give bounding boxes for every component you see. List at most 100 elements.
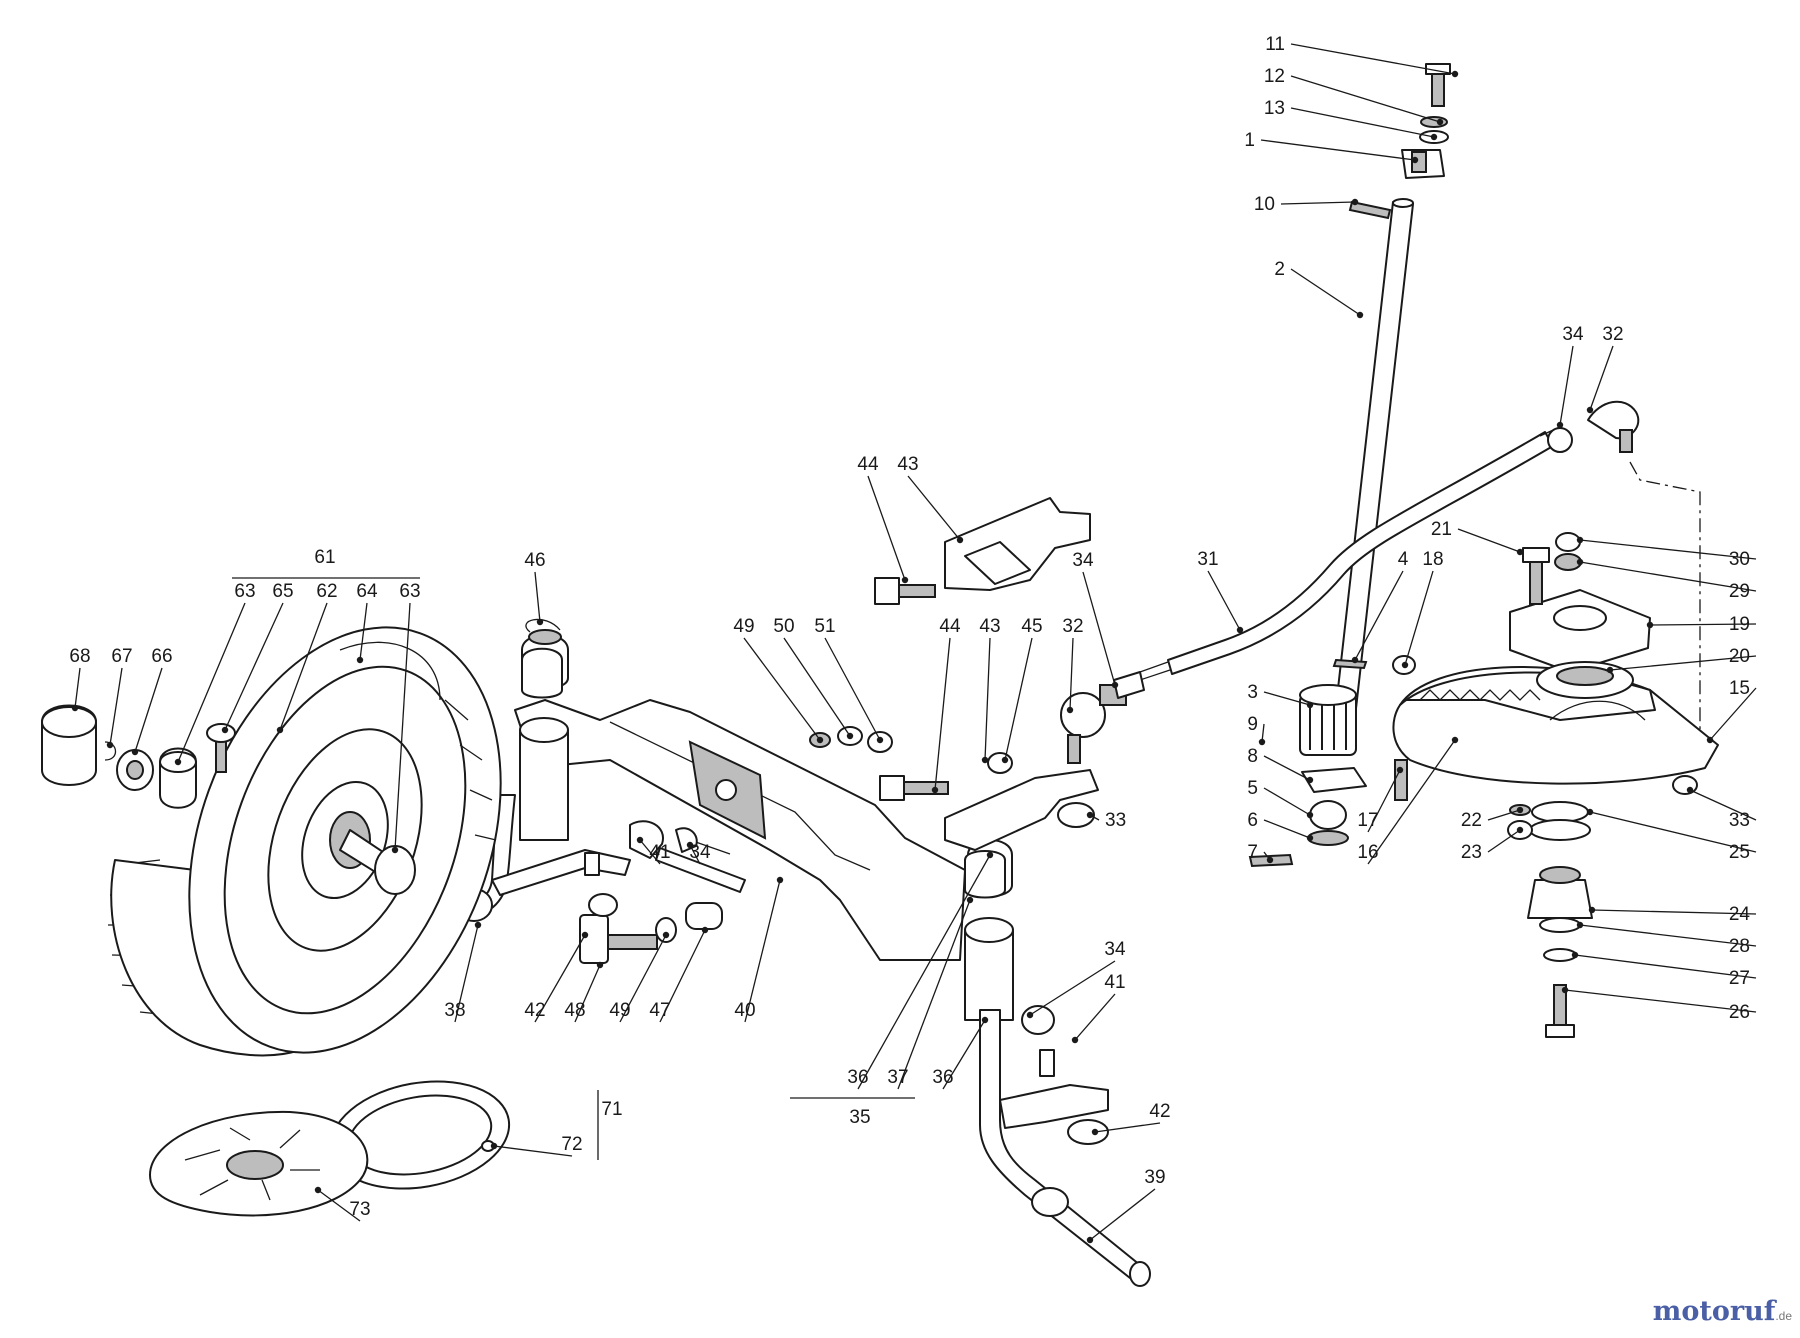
callout-label: 8: [1247, 746, 1258, 767]
callout-label: 63: [399, 581, 420, 602]
callout-label: 11: [1265, 34, 1285, 55]
callout-label: 51: [814, 616, 835, 637]
leader-dot-c41b: [1071, 1036, 1079, 1044]
leader-dot-c43a: [956, 536, 964, 544]
leader-dot-c32b: [1066, 706, 1074, 714]
leader-line-c22: [1487, 809, 1521, 821]
leader-dot-c44a: [901, 576, 909, 584]
leader-line-c44b: [934, 637, 951, 791]
leader-dot-c45: [1001, 756, 1009, 764]
leader-dot-c34a: [1556, 421, 1564, 429]
callout-label: 35: [849, 1107, 870, 1128]
callout-label: 24: [1729, 904, 1751, 925]
leader-dot-c50: [846, 732, 854, 740]
leader-dot-c22: [1516, 806, 1524, 814]
leader-line-c19: [1649, 623, 1757, 626]
leader-dot-c41a: [636, 836, 644, 844]
callout-label: 30: [1729, 549, 1750, 570]
leader-line-c33b: [1689, 789, 1757, 821]
leader-dot-c2: [1356, 311, 1364, 319]
leader-line-c5: [1263, 787, 1311, 816]
leader-dot-c20: [1606, 666, 1614, 674]
leader-line-c64: [359, 602, 368, 661]
bushings: [521, 618, 1006, 899]
callout-label: 17: [1357, 810, 1378, 831]
leader-line-c36a: [857, 854, 991, 1090]
leader-line-c63b: [394, 602, 411, 851]
leader-dot-c10: [1351, 198, 1359, 206]
callout-label: 42: [524, 1000, 545, 1021]
leader-dot-c27: [1571, 951, 1579, 959]
leader-line-c47: [659, 929, 706, 1023]
callout-label: 44: [939, 616, 961, 637]
leader-line-c50: [783, 637, 851, 737]
leader-line-c6: [1263, 819, 1311, 839]
leader-line-c38: [454, 924, 479, 1023]
callout-label: 31: [1197, 549, 1218, 570]
callout-label: 3: [1247, 682, 1258, 703]
callout-label: 10: [1254, 194, 1275, 215]
callout-label: 29: [1729, 581, 1750, 602]
leader-line-c2: [1290, 268, 1361, 316]
leader-dot-c33b: [1686, 786, 1694, 794]
leader-dot-c68: [71, 704, 79, 712]
leader-dot-c72: [490, 1142, 498, 1150]
leader-dot-c34d: [1026, 1011, 1034, 1019]
leader-dot-c5: [1306, 811, 1314, 819]
leader-dot-c37: [966, 896, 974, 904]
callout-label: 33: [1729, 810, 1750, 831]
leader-line-c32b: [1069, 637, 1074, 711]
leader-dot-c24: [1588, 906, 1596, 914]
leader-dot-c21: [1516, 548, 1524, 556]
leader-dot-c63b: [391, 846, 399, 854]
leader-line-c34b: [1082, 571, 1116, 686]
callout-label: 25: [1729, 842, 1750, 863]
leader-line-c41a: [639, 839, 661, 865]
leader-line-c44a: [867, 475, 906, 581]
leader-dot-c65: [221, 726, 229, 734]
leader-line-c26: [1564, 989, 1757, 1013]
leader-line-c32a: [1589, 345, 1614, 411]
leader-line-c24: [1591, 909, 1757, 915]
callout-label: 73: [349, 1199, 370, 1220]
callout-label: 32: [1602, 324, 1623, 345]
leader-dot-c7: [1266, 856, 1274, 864]
callout-label: 26: [1729, 1002, 1750, 1023]
leader-line-c30: [1579, 539, 1757, 560]
callout-label: 48: [564, 1000, 585, 1021]
leader-dot-c12: [1436, 118, 1444, 126]
callout-label: 41: [1104, 972, 1125, 993]
callout-label: 41: [649, 842, 670, 863]
leader-dot-c9: [1258, 738, 1266, 746]
leader-line-c43a: [907, 475, 961, 541]
leader-line-c72: [493, 1145, 573, 1157]
leader-dot-c49a: [816, 736, 824, 744]
callout-label: 6: [1247, 810, 1258, 831]
callout-label: 46: [524, 550, 545, 571]
leader-dot-c25: [1586, 808, 1594, 816]
callout-label: 50: [773, 616, 794, 637]
leader-line-c42a: [534, 934, 586, 1023]
leader-dot-c28: [1576, 921, 1584, 929]
leader-line-c34a: [1559, 345, 1574, 426]
leader-line-c45: [1004, 637, 1033, 761]
leader-line-c39: [1089, 1188, 1156, 1241]
callout-label: 33: [1105, 810, 1126, 831]
leader-dot-c42b: [1091, 1128, 1099, 1136]
callout-label: 63: [234, 581, 255, 602]
leader-dot-c43b: [981, 756, 989, 764]
leader-dot-c66: [131, 748, 139, 756]
leader-line-c21: [1457, 528, 1521, 553]
leader-line-c36b: [942, 1019, 986, 1090]
leader-line-c67: [109, 667, 123, 746]
leader-line-c63a: [177, 602, 246, 763]
leader-dot-c36b: [981, 1016, 989, 1024]
leader-dot-c32a: [1586, 406, 1594, 414]
wheel-hub-parts: [41, 704, 236, 809]
leader-line-c34d: [1029, 960, 1116, 1016]
leader-line-c62: [279, 602, 328, 731]
callout-label: 4: [1398, 549, 1409, 570]
leader-dot-c64: [356, 656, 364, 664]
leader-dot-c33a: [1086, 811, 1094, 819]
